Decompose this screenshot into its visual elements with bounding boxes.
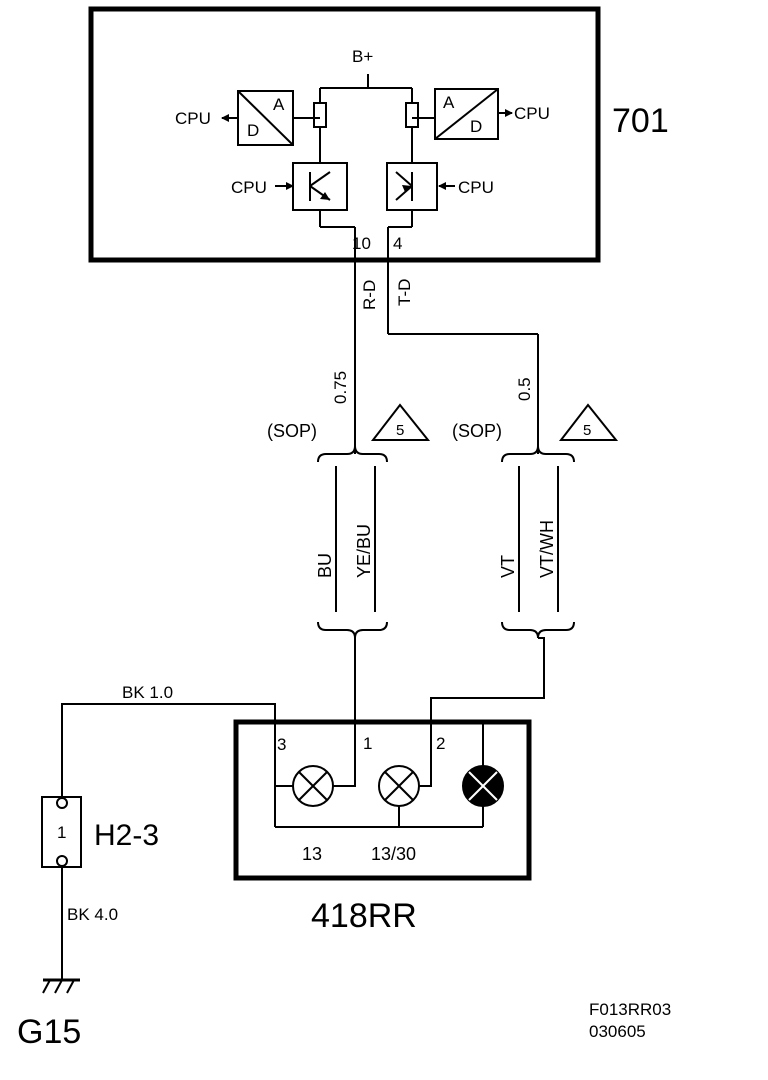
wire-bk-4-0: BK 4.0	[61, 867, 118, 980]
module-701-label: 701	[612, 102, 669, 140]
note-triangle-right-num: 5	[583, 422, 591, 439]
resistor-right	[405, 102, 419, 128]
connector-pin: 1	[57, 823, 66, 842]
diagram-code: F013RR03	[589, 1000, 671, 1019]
adc-right: A D	[434, 88, 499, 140]
wire-bk-4-0-label: BK 4.0	[67, 905, 118, 924]
lamp-term-13: 13	[302, 844, 322, 864]
adc-right-d: D	[470, 117, 482, 136]
cpu-label-right-bottom: CPU	[458, 178, 494, 197]
wire-r-d-label: R-D	[360, 280, 379, 310]
wire-r-d-gauge: 0.75	[331, 371, 350, 404]
wire-t-d: T-D 0.5	[387, 260, 539, 454]
splice-left: BU YE/BU	[315, 445, 388, 639]
connector-h2-3: 1 H2-3	[41, 796, 159, 868]
lamp-bulb-2	[378, 765, 420, 807]
note-triangle-left: 5	[370, 403, 431, 441]
connector-label: H2-3	[94, 819, 159, 852]
lamp-pin-3: 3	[277, 735, 286, 754]
note-triangle-right: 5	[558, 403, 619, 441]
note-triangle-left-num: 5	[396, 422, 404, 439]
resistor-left	[313, 102, 327, 128]
ground-label: G15	[17, 1013, 81, 1051]
adc-left-d: D	[247, 121, 259, 140]
supply-label: B+	[352, 47, 373, 66]
adc-left: A D	[237, 90, 294, 146]
wire-color-vt-wh: VT/WH	[537, 520, 557, 578]
lamp-pin-2: 2	[436, 734, 445, 753]
lamp-unit-418rr: 418RR 3 1 2 13 13/30	[233, 719, 532, 935]
adc-right-a: A	[443, 93, 455, 112]
wire-t-d-label: T-D	[395, 279, 414, 306]
pin-10-label: 10	[352, 234, 371, 253]
lamp-term-13-30: 13/30	[371, 844, 416, 864]
cpu-label-left-top: CPU	[175, 109, 211, 128]
wire-color-bu: BU	[315, 553, 335, 578]
sop-label-right: (SOP)	[452, 421, 502, 441]
adc-left-a: A	[273, 95, 285, 114]
lamp-bulb-1	[292, 765, 334, 807]
module-701: 701 B+ A D CPU A D CPU	[88, 6, 669, 263]
splice-right: VT VT/WH	[498, 445, 575, 639]
cpu-label-left-bottom: CPU	[231, 178, 267, 197]
wire-bk-1-0-label: BK 1.0	[122, 683, 173, 702]
module-701-box	[88, 6, 601, 263]
wire-bk-1-0: BK 1.0	[61, 683, 276, 797]
wire-color-vt: VT	[498, 555, 518, 578]
lamp-unit-box	[233, 719, 532, 881]
lamp-pin-1: 1	[363, 734, 372, 753]
lamp-led	[462, 765, 504, 807]
lamp-unit-label: 418RR	[311, 897, 417, 935]
pin-4-label: 4	[393, 234, 402, 253]
diagram-date: 030605	[589, 1022, 646, 1041]
wire-t-d-gauge: 0.5	[515, 377, 534, 401]
driver-left	[292, 162, 348, 211]
wire-color-ye-bu: YE/BU	[354, 524, 374, 578]
sop-label-left: (SOP)	[267, 421, 317, 441]
driver-right	[386, 162, 438, 211]
cpu-label-right-top: CPU	[514, 104, 550, 123]
wire-r-d: R-D 0.75	[331, 260, 379, 454]
ground-g15: G15	[17, 978, 81, 1051]
